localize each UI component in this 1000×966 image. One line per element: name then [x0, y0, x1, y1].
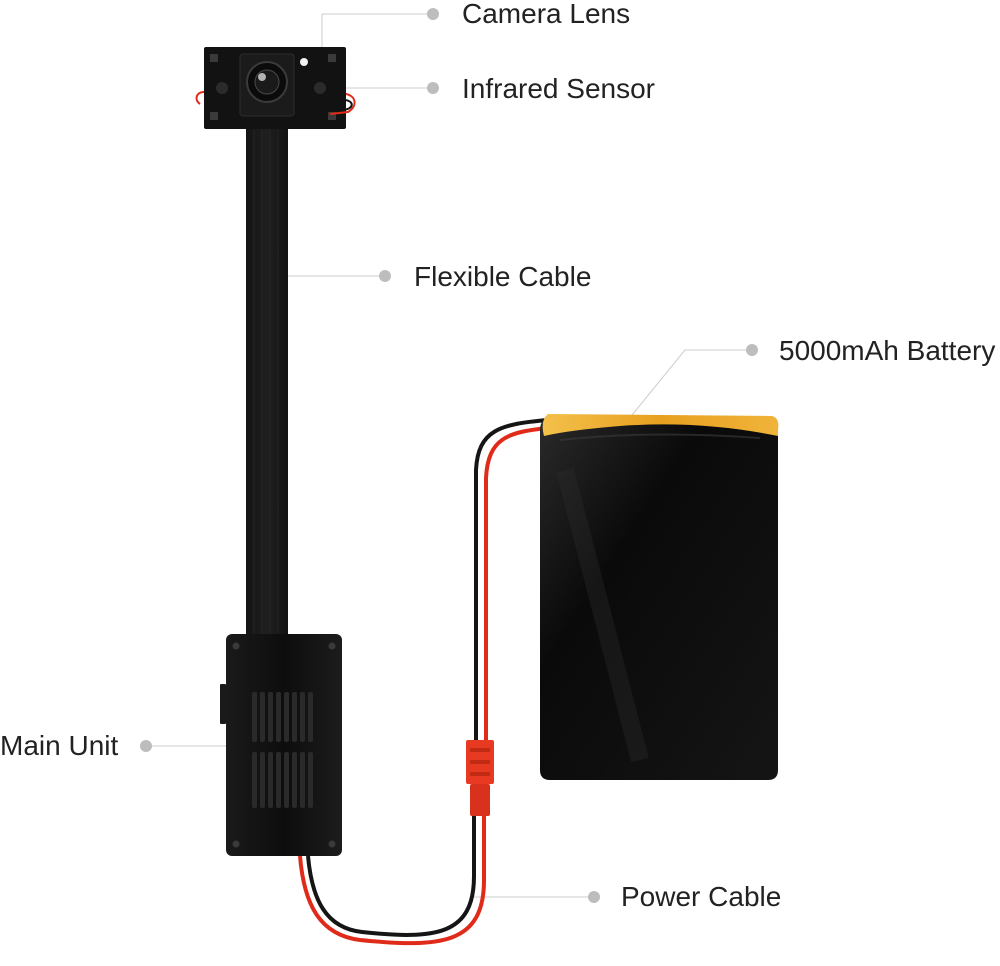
label-camera-lens: Camera Lens	[462, 0, 631, 29]
callout-line-battery	[627, 349, 752, 421]
callout-dot-lens	[427, 8, 439, 20]
camera-board	[195, 47, 356, 129]
battery-tape	[542, 414, 779, 436]
flexible-cable	[246, 128, 288, 640]
callout-dot-flex	[379, 270, 391, 282]
infrared-sensor	[300, 58, 308, 66]
main-unit	[220, 634, 342, 856]
callout-dot-power	[588, 891, 600, 903]
vent-grille	[252, 692, 313, 808]
callout-dot-battery	[746, 344, 758, 356]
battery	[540, 414, 779, 780]
label-power-cable: Power Cable	[621, 881, 782, 912]
label-main-unit: Main Unit	[0, 730, 119, 761]
label-flexible-cable: Flexible Cable	[414, 261, 592, 292]
battery-lead-red	[484, 426, 549, 740]
callout-dot-ir	[427, 82, 439, 94]
battery-lead-black	[474, 418, 549, 740]
jst-connector	[466, 740, 494, 816]
lower-lead-black	[306, 815, 476, 937]
power-cable	[298, 418, 549, 946]
camera-lens	[239, 53, 295, 117]
callout-lines	[146, 13, 752, 898]
callout-dots	[140, 8, 758, 903]
label-battery: 5000mAh Battery	[779, 335, 996, 366]
callout-dot-main	[140, 740, 152, 752]
label-infrared-sensor: Infrared Sensor	[462, 73, 655, 104]
lower-lead-red	[298, 815, 486, 946]
